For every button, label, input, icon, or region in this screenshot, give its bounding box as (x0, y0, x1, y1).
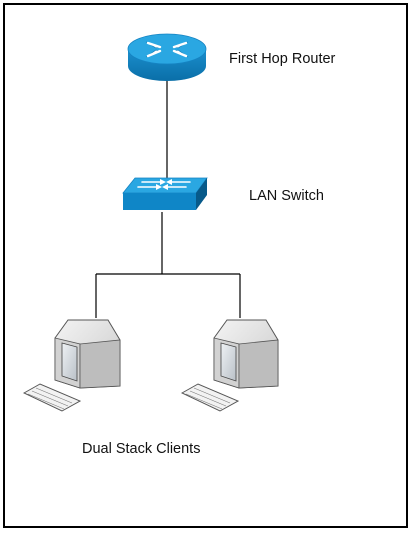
clients-label: Dual Stack Clients (82, 441, 201, 457)
switch-label: LAN Switch (249, 188, 324, 204)
diagram-frame (3, 3, 408, 528)
connection-lines (95, 80, 241, 318)
router-label: First Hop Router (229, 51, 336, 67)
client-1-keyboard (22, 383, 82, 412)
client-1-workstation-icon (22, 319, 121, 412)
client-2-workstation-icon (180, 319, 279, 412)
switch-icon (122, 177, 208, 210)
client-2-keyboard (180, 383, 240, 412)
router-icon (127, 33, 207, 81)
